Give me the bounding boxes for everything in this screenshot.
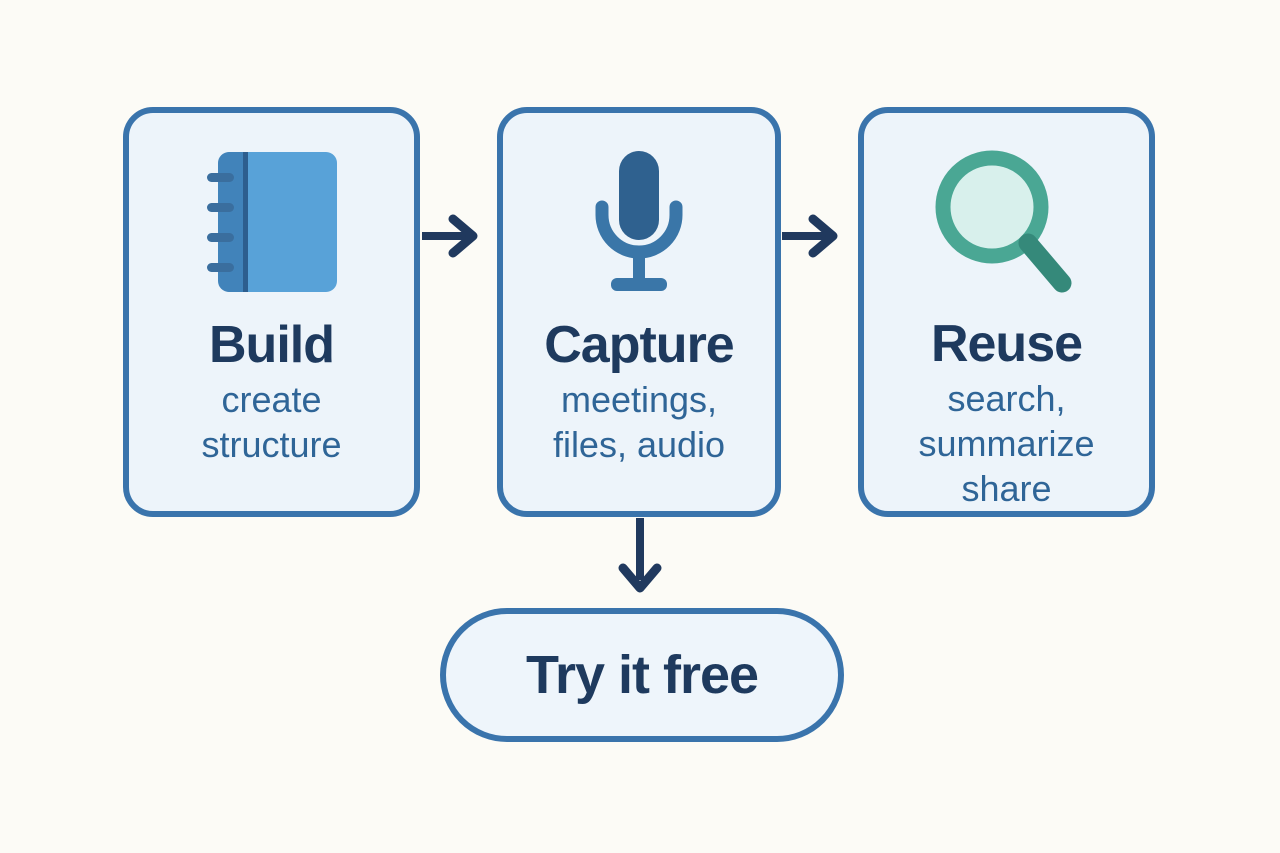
try-it-free-button[interactable]: Try it free bbox=[440, 608, 844, 742]
card-build-subtitle: create structure bbox=[201, 379, 342, 465]
arrow-right-icon bbox=[781, 213, 843, 264]
try-it-free-label: Try it free bbox=[525, 645, 759, 705]
card-reuse: Reuse search, summarize share bbox=[858, 107, 1155, 517]
card-build: Build create structure bbox=[123, 107, 420, 517]
card-build-title: Build bbox=[209, 316, 335, 374]
microphone-icon bbox=[594, 149, 684, 295]
card-capture-title: Capture bbox=[544, 316, 734, 374]
notebook-icon bbox=[206, 149, 337, 295]
card-reuse-subtitle: search, summarize share bbox=[918, 378, 1095, 509]
arrow-down-icon bbox=[618, 518, 662, 603]
card-reuse-title: Reuse bbox=[930, 315, 1083, 373]
card-capture-subtitle: meetings, files, audio bbox=[552, 379, 726, 465]
card-capture: Capture meetings, files, audio bbox=[497, 107, 781, 517]
magnifier-icon bbox=[934, 149, 1079, 294]
arrow-right-icon bbox=[421, 213, 483, 264]
